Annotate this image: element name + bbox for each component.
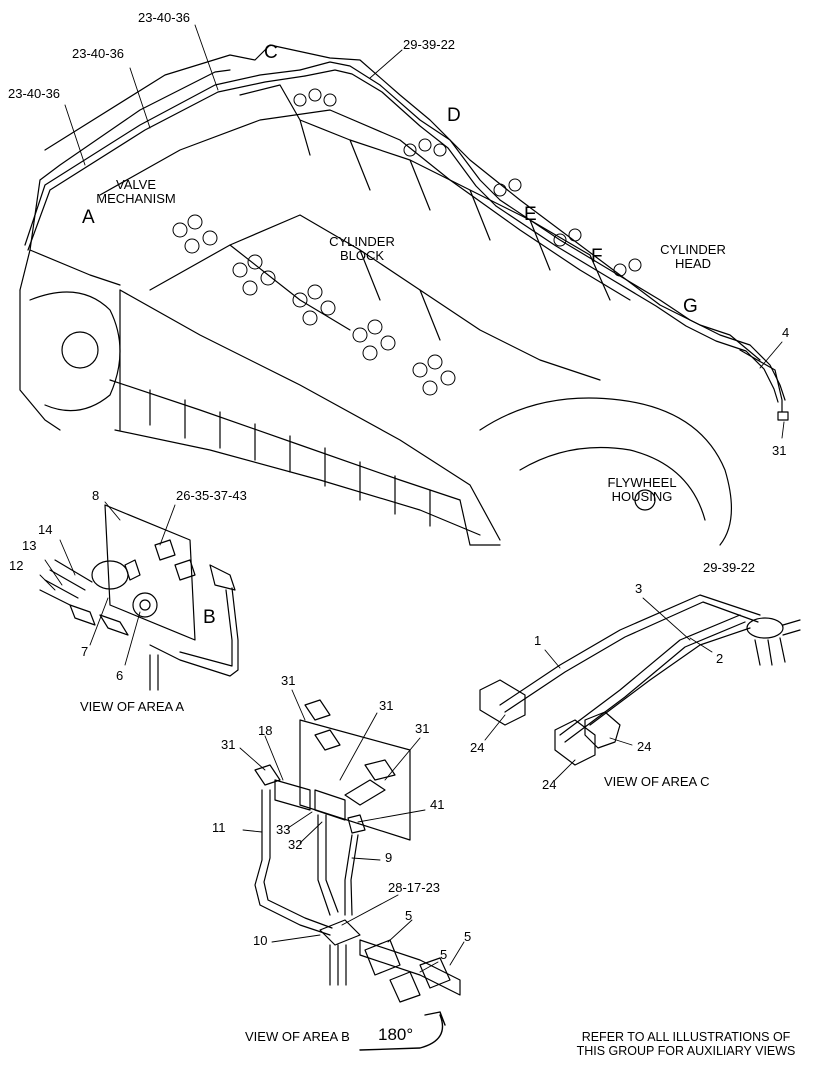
view-area-c-title: VIEW OF AREA C [604,774,710,789]
area-letter-f: F [591,246,603,267]
callout-26-35-37-43: 26-35-37-43 [176,488,247,503]
callout-31-b4: 31 [221,737,236,752]
area-letter-c: C [264,42,278,63]
label-cylinder-head-line1: CYLINDER [660,242,726,257]
callout-24-right: 24 [637,739,652,754]
label-cylinder-block-line1: CYLINDER [329,234,395,249]
callout-5-a: 5 [405,908,413,923]
callout-5-c: 5 [464,929,472,944]
area-letter-e: E [524,204,537,225]
view-area-a-drawing [39,504,239,691]
area-letter-a: A [82,207,95,228]
callout-23-40-36-left: 23-40-36 [8,86,61,101]
callout-3: 3 [635,581,643,596]
leader-lines [39,24,785,973]
callout-29-39-22-c: 29-39-22 [703,560,756,575]
callout-33: 33 [276,822,291,837]
label-flywheel-housing: FLYWHEEL HOUSING [602,476,682,504]
callout-8: 8 [92,488,100,503]
footnote-line2: THIS GROUP FOR AUXILIARY VIEWS [576,1044,796,1058]
view-area-c-drawing [479,594,801,766]
label-flywheel-housing-line2: HOUSING [611,489,673,504]
callout-13: 13 [22,538,37,553]
callout-31-b3: 31 [415,721,430,736]
callout-14: 14 [38,522,53,537]
label-valve-mechanism-line2: MECHANISM [96,191,176,206]
view-area-b-drawing [254,699,461,1051]
callout-2: 2 [716,651,724,666]
label-valve-mechanism: VALVE MECHANISM [96,178,176,206]
callout-11: 11 [212,820,226,835]
label-flywheel-housing-line1: FLYWHEEL [607,475,677,490]
label-cylinder-block-line2: BLOCK [339,248,385,263]
callout-10: 10 [253,933,268,948]
callout-28-17-23: 28-17-23 [388,880,441,895]
callout-24-bottom: 24 [542,777,557,792]
label-cylinder-head-line2: HEAD [674,256,712,271]
engine-block [19,44,789,546]
rotation-label: 180° [378,1025,414,1044]
callout-9: 9 [385,850,393,865]
callout-32: 32 [288,837,303,852]
footnote-line1: REFER TO ALL ILLUSTRATIONS OF [581,1030,791,1044]
callout-5-b: 5 [440,947,448,962]
footnote: REFER TO ALL ILLUSTRATIONS OF THIS GROUP… [566,1030,806,1058]
callout-1: 1 [534,633,542,648]
callout-23-40-36-top: 23-40-36 [138,10,191,25]
callout-6: 6 [116,668,124,683]
label-valve-mechanism-line1: VALVE [116,177,156,192]
label-cylinder-block: CYLINDER BLOCK [322,235,402,263]
label-cylinder-head: CYLINDER HEAD [653,243,733,271]
area-letter-d: D [447,105,461,126]
area-letter-g: G [683,296,698,317]
callout-29-39-22-top: 29-39-22 [403,37,456,52]
callout-24-left: 24 [470,740,485,755]
view-area-a-title: VIEW OF AREA A [80,699,185,714]
area-letter-b: B [203,607,216,628]
callout-4: 4 [782,325,790,340]
callout-31-b2: 31 [379,698,394,713]
callout-41: 41 [430,797,445,812]
callout-7: 7 [81,644,89,659]
callout-23-40-36-mid: 23-40-36 [72,46,125,61]
callout-31-b1: 31 [281,673,296,688]
callout-18: 18 [258,723,273,738]
callout-12: 12 [9,558,24,573]
view-area-b-title: VIEW OF AREA B [245,1029,350,1044]
callout-31-top: 31 [772,443,787,458]
